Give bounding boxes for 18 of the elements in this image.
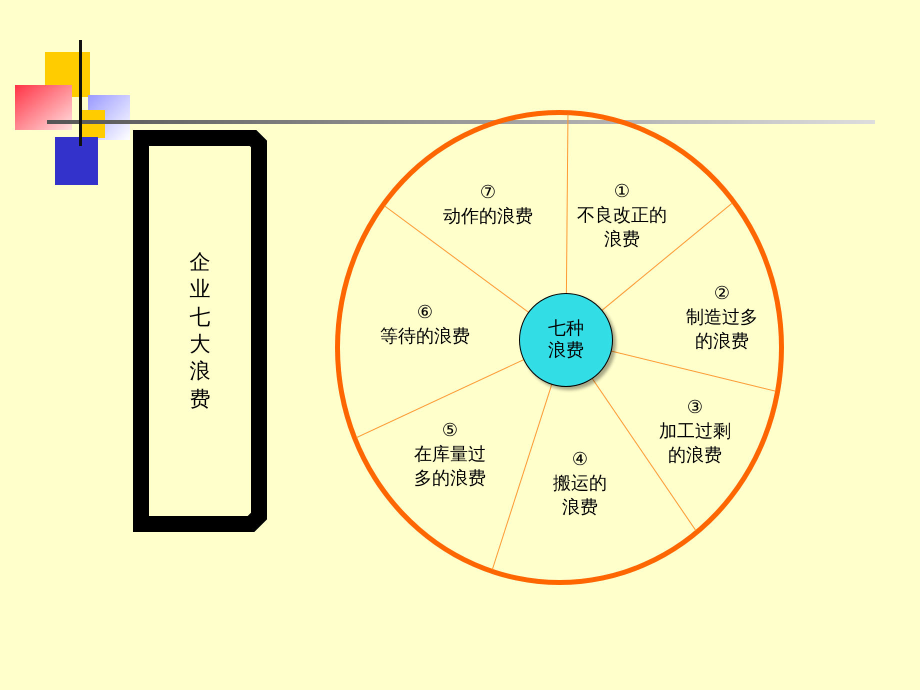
number-label: ③ (686, 396, 704, 420)
node-text: 企业七大浪费 (190, 249, 210, 413)
node-text: 搬运的浪费 (552, 472, 608, 520)
number-label: ④ (570, 448, 590, 472)
frame-box (133, 130, 267, 532)
number-label: ⑤ (440, 419, 460, 443)
number-label: ⑥ (416, 301, 434, 325)
node-text: 七种浪费 (548, 318, 584, 362)
number-label: ① (612, 180, 632, 204)
node-text: 动作的浪费 (442, 205, 534, 229)
node-text: 在库量过多的浪费 (413, 443, 487, 491)
node-text: 加工过剩的浪费 (658, 420, 732, 468)
number-label: ② (712, 282, 732, 306)
node-text: 制造过多的浪费 (685, 306, 759, 354)
number-label: ⑦ (478, 181, 498, 205)
node-text: 不良改正的浪费 (576, 204, 668, 252)
node-text: 等待的浪费 (379, 325, 471, 349)
wheel-circle (335, 110, 784, 585)
